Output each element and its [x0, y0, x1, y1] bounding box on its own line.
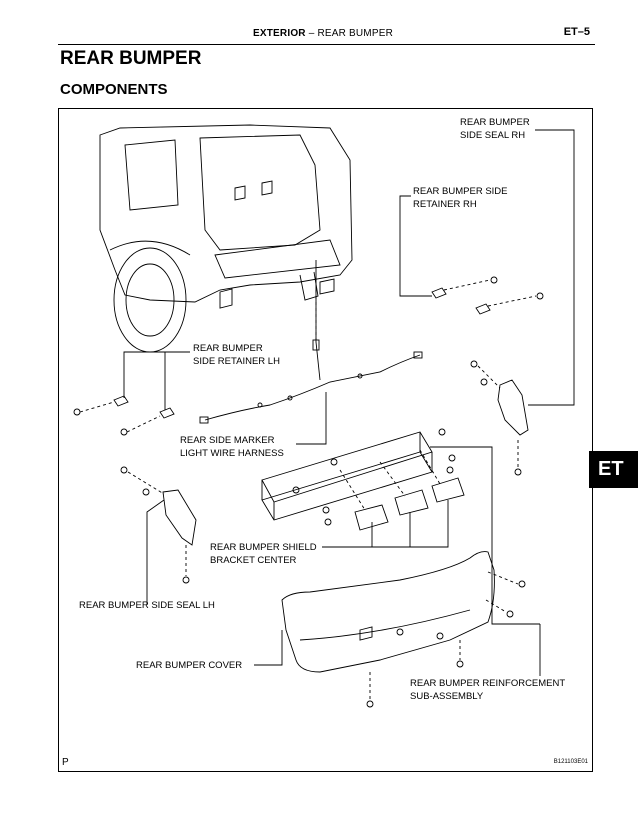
retainer-rh-illustration [431, 276, 544, 315]
section-subtitle: COMPONENTS [60, 81, 168, 98]
retainer-lh-illustration [73, 395, 175, 436]
leader-lines [123, 129, 575, 676]
label-side-seal-rh: REAR BUMPER SIDE SEAL RH [460, 117, 530, 141]
vehicle-rear-illustration [99, 124, 353, 353]
label-marker-harness: REAR SIDE MARKER LIGHT WIRE HARNESS [180, 435, 284, 459]
section-tab: ET [589, 451, 638, 488]
header-separator: – [308, 28, 315, 39]
header-section: EXTERIOR [253, 28, 306, 39]
diagram-frame [58, 108, 593, 772]
shield-brackets-illustration [339, 449, 465, 531]
page-number: ET–5 [563, 26, 590, 38]
page-title: REAR BUMPER [60, 48, 202, 69]
wire-harness-illustration [199, 260, 423, 424]
label-side-retainer-lh: REAR BUMPER SIDE RETAINER LH [193, 343, 280, 367]
label-side-seal-lh: REAR BUMPER SIDE SEAL LH [79, 600, 215, 611]
header-rule [58, 44, 595, 45]
label-bumper-cover: REAR BUMPER COVER [136, 660, 243, 671]
reinforcement-illustration [261, 428, 456, 526]
label-side-retainer-rh: REAR BUMPER SIDE RETAINER RH [413, 186, 508, 210]
side-seal-rh-illustration [470, 360, 529, 476]
figure-code: B121103E01 [553, 759, 588, 765]
corner-mark: P [62, 757, 69, 768]
running-header: EXTERIOR – REAR BUMPER [253, 28, 393, 39]
label-shield-bracket: REAR BUMPER SHIELD BRACKET CENTER [210, 542, 317, 566]
label-reinforcement: REAR BUMPER REINFORCEMENT SUB-ASSEMBLY [410, 678, 566, 702]
bumper-cover-illustration [281, 551, 526, 708]
header-subsection: REAR BUMPER [317, 28, 393, 39]
side-seal-lh-illustration [120, 466, 197, 584]
